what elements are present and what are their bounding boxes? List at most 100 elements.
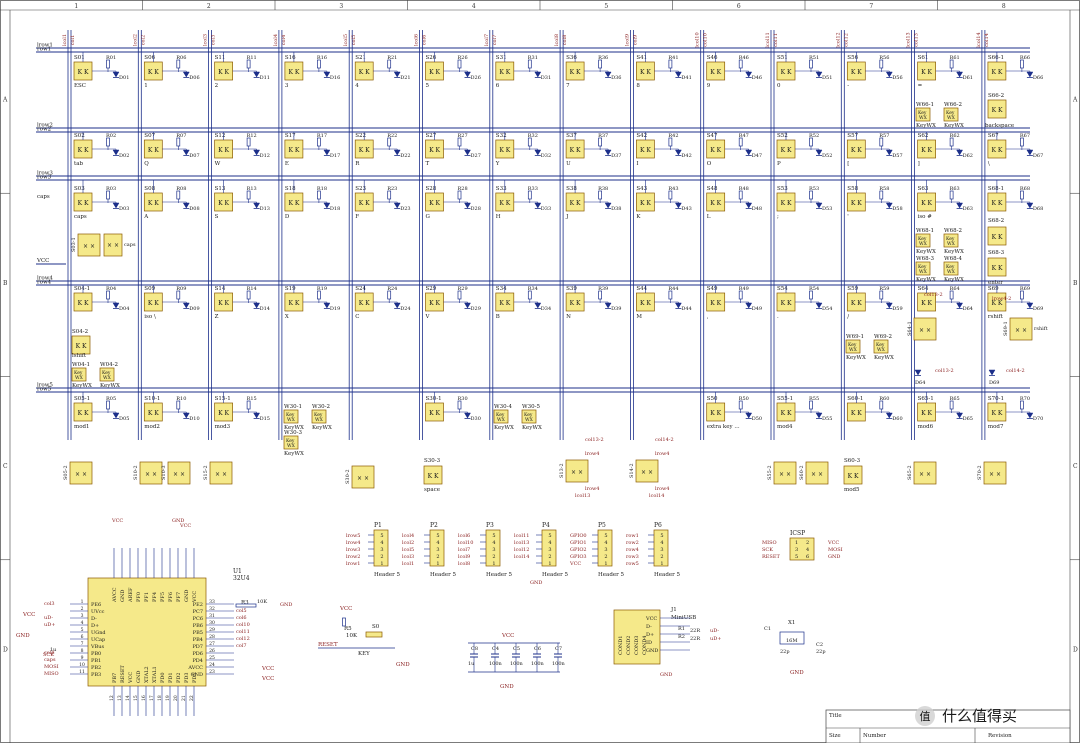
pin-net: col6 — [236, 615, 247, 621]
switch-ref: S0 — [372, 624, 380, 630]
rotated-switch: × ×S60-2 — [799, 461, 829, 485]
header-pin: 4 — [380, 540, 383, 546]
jumper-ref: W04-2 — [100, 362, 118, 368]
diode-ref: D27 — [471, 153, 481, 159]
col-net-label: lcol4 — [273, 34, 279, 46]
jumper-pin: WX — [525, 417, 534, 423]
resistor-ref: R19 — [317, 286, 327, 292]
key-switch-symbol: K K — [499, 200, 510, 207]
resistor — [949, 290, 954, 300]
key-switch-symbol: K K — [781, 200, 792, 207]
key-legend: - — [847, 83, 849, 89]
jumper-body — [71, 367, 87, 382]
jumper-pin: Key — [946, 110, 955, 116]
key-switch-symbol: K K — [781, 147, 792, 154]
key-legend: 3 — [285, 83, 289, 89]
switch-ref: S68-2 — [988, 218, 1004, 224]
net-label: lcol14 — [649, 493, 664, 499]
jumper-ref: W30-2 — [312, 404, 330, 410]
header-ref: P1 — [374, 522, 382, 529]
key-switch-symbol: K K — [921, 300, 932, 307]
switch-ref: S23 — [355, 186, 366, 192]
key-switch-symbol: K K — [429, 147, 440, 154]
header-pin: 1 — [604, 561, 607, 567]
key-switch-symbol: K K — [218, 69, 229, 76]
ruler-letter: B — [1073, 280, 1078, 287]
key-switch: K K — [214, 61, 233, 81]
diode-ref: D36 — [611, 75, 621, 81]
header-pin: 2 — [436, 554, 439, 560]
switch-ref: S18 — [285, 186, 296, 192]
switch-ref: S55-1 — [777, 396, 793, 402]
diode-ref: D68 — [1033, 206, 1043, 212]
switch-ref: S03 — [74, 186, 85, 192]
pin-number: 4 — [81, 620, 84, 626]
mcu-pin-name: PB4 — [193, 637, 203, 643]
resistor — [809, 59, 813, 69]
col-net-label: lcol2 — [132, 34, 138, 46]
resistor — [879, 137, 884, 147]
resistor — [457, 137, 462, 147]
usb-pin: VCC — [645, 616, 657, 622]
key-switch-symbol: K K — [218, 147, 229, 154]
key-legend: ' — [847, 214, 849, 220]
key-switch-symbol: K K — [851, 147, 862, 154]
key-switch-symbol: K K — [499, 300, 510, 307]
net-label: GND — [172, 518, 184, 524]
mcu-pin-name: PD3 — [184, 672, 190, 683]
key-switch-symbol: K K — [78, 69, 89, 76]
resistor-value: 10K — [257, 599, 267, 605]
resistor — [1020, 400, 1024, 410]
resistor — [1020, 190, 1024, 200]
mcu-pin-name: PD0 — [160, 672, 166, 683]
mcu-pin-name: PD7 — [192, 644, 203, 650]
jumper-body — [943, 107, 959, 122]
key-switch-symbol: × × — [107, 242, 119, 249]
jumper-name: KeyWX — [916, 123, 936, 129]
pin-net: col8 — [44, 650, 55, 656]
switch-ref: S30-1 — [426, 396, 442, 402]
ruler-number: 4 — [472, 3, 476, 10]
key-switch: K K — [73, 61, 93, 81]
key-switch-body — [913, 461, 937, 485]
mcu-pin-name: RESET — [120, 665, 126, 683]
pin-number: 7 — [81, 641, 84, 647]
mcu-pin-name: AVCC — [112, 587, 118, 603]
icsp-net: MOSI — [828, 547, 843, 553]
resistor-ref: R44 — [668, 286, 678, 292]
resistor — [387, 190, 392, 200]
key-switch-symbol: × × — [145, 471, 157, 478]
key-switch: K K — [846, 402, 866, 422]
key-switch-symbol: × × — [173, 471, 185, 478]
pin-number: 12 — [109, 695, 115, 701]
switch-ref: S36 — [566, 55, 577, 61]
pin-number: 29 — [209, 627, 215, 633]
key-legend: iso # — [918, 214, 933, 220]
switch-ref: S14-2 — [629, 463, 635, 478]
diode-ref: D17 — [330, 153, 340, 159]
header-pin: 1 — [436, 561, 439, 567]
switch-ref: S02 — [74, 133, 85, 139]
resistor-ref: R01 — [106, 55, 116, 61]
key-switch: K K — [776, 292, 796, 312]
resistor — [738, 59, 743, 69]
header-net: lrow1 — [346, 561, 360, 567]
col-net-label: col5 — [351, 35, 357, 46]
resistor — [176, 400, 181, 410]
switch-ref: S54 — [777, 286, 788, 292]
key-switch: K K — [846, 192, 866, 212]
switch-ref: S66-2 — [988, 93, 1004, 99]
key-switch-symbol: K K — [148, 410, 159, 417]
icsp-pin: 4 — [806, 547, 809, 553]
usb-cond: COND2 — [626, 636, 632, 656]
header-pin: 3 — [660, 547, 663, 553]
col-net-label: col7 — [492, 35, 498, 46]
